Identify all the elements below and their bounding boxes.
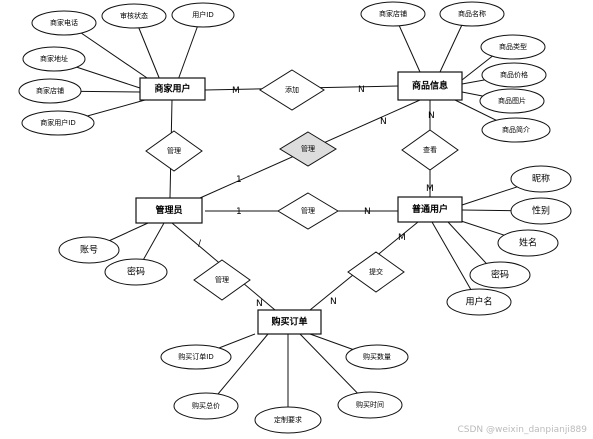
attr-order-custom: 定制要求 [254, 406, 322, 434]
attr-admin-password: 密码 [104, 258, 168, 286]
relation-label: 查看 [423, 145, 437, 154]
attr-order-total: 购买总价 [173, 392, 239, 420]
attr-user-gender: 性别 [510, 197, 572, 225]
attr-product-image: 商品图片 [479, 88, 545, 114]
attr-admin-account: 账号 [58, 236, 120, 264]
relation-manage-product: 管理 [279, 131, 337, 167]
watermark: CSDN @weixin_danpianji889 [457, 425, 588, 435]
cardinality-m: M [398, 233, 406, 243]
attr-label: 商家地址 [40, 54, 68, 63]
entity-label: 管理员 [155, 204, 182, 216]
attr-label: 密码 [127, 266, 145, 278]
entity-label: 普通用户 [412, 203, 448, 215]
attr-merchant-merchant-user-id: 商家用户ID [21, 110, 95, 136]
attr-user-password: 密码 [469, 261, 531, 289]
attr-label: 购买总价 [192, 401, 220, 410]
attr-merchant-user-id: 用户ID [171, 2, 235, 28]
attr-label: 审核状态 [120, 11, 148, 20]
entity-merchant: 商家用户 [139, 77, 206, 101]
relation-label: 管理 [167, 146, 181, 155]
relation-label: 提交 [369, 267, 383, 276]
attr-product-shop: 商家店铺 [360, 1, 426, 27]
attr-label: 商品简介 [502, 125, 530, 134]
attr-merchant-address: 商家地址 [22, 46, 86, 72]
attr-user-nickname: 昵称 [510, 165, 572, 193]
attr-label: 用户ID [192, 10, 213, 19]
cardinality-n: N [256, 299, 263, 309]
attr-label: 商家店铺 [36, 86, 64, 95]
attr-order-quantity: 购买数量 [345, 344, 409, 370]
attr-product-intro: 商品简介 [481, 117, 551, 143]
cardinality-n: N [358, 85, 365, 95]
relation-label: 管理 [301, 206, 315, 215]
attr-user-name: 姓名 [497, 229, 559, 257]
attr-label: 商品类型 [499, 42, 527, 51]
cardinality-1: / [198, 239, 202, 249]
attr-label: 购买数量 [363, 352, 391, 361]
entity-label: 商家用户 [154, 83, 190, 95]
attr-label: 商品图片 [498, 96, 526, 105]
attr-product-type: 商品类型 [480, 34, 546, 60]
entity-product: 商品信息 [397, 71, 463, 101]
attr-label: 性别 [532, 205, 550, 217]
cardinality-n: N [380, 117, 387, 127]
attr-label: 商品价格 [500, 70, 528, 79]
attr-label: 姓名 [519, 237, 537, 249]
cardinality-1: 1 [236, 207, 242, 217]
relation-manage-user: 管理 [277, 192, 339, 230]
attr-label: 密码 [491, 269, 509, 281]
relation-add: 添加 [259, 69, 325, 111]
attr-label: 商家电话 [50, 18, 78, 27]
attr-label: 商品名称 [458, 9, 486, 18]
attr-label: 商家用户ID [40, 118, 75, 127]
cardinality-n: N [428, 111, 435, 121]
attr-product-name: 商品名称 [439, 1, 505, 27]
attr-label: 账号 [80, 245, 98, 256]
cardinality-m: M [232, 86, 240, 96]
entity-user: 普通用户 [397, 196, 463, 223]
attr-order-id: 购买订单ID [160, 344, 232, 370]
attr-label: 用户名 [465, 296, 492, 308]
cardinality-n: N [364, 207, 371, 217]
attr-merchant-shop: 商家店铺 [18, 78, 82, 104]
relation-label: 添加 [285, 85, 299, 94]
relation-submit: 提交 [347, 251, 405, 293]
relation-label: 管理 [301, 144, 315, 153]
entity-admin: 管理员 [135, 197, 203, 224]
attr-label: 昵称 [532, 173, 550, 185]
attr-label: 商家店铺 [379, 9, 407, 18]
cardinality-labels: M N 1 N N M 1 N / N M N [198, 85, 435, 309]
attr-merchant-phone: 商家电话 [31, 10, 97, 36]
attr-label: 定制要求 [274, 415, 302, 424]
attr-merchant-review-status: 审核状态 [101, 3, 167, 29]
relation-view: 查看 [401, 129, 459, 171]
attr-user-username: 用户名 [446, 288, 512, 316]
attr-order-time: 购买时间 [337, 391, 403, 419]
entity-label: 商品信息 [412, 80, 448, 92]
cardinality-n: N [330, 297, 337, 307]
attr-product-price: 商品价格 [481, 62, 547, 88]
cardinality-m: M [426, 184, 434, 194]
entity-label: 购买订单 [271, 316, 307, 328]
relation-label: 管理 [215, 275, 229, 284]
entity-order: 购买订单 [257, 309, 322, 335]
relation-manage-merchant: 管理 [145, 130, 203, 172]
cardinality-1: 1 [236, 175, 242, 185]
attr-label: 购买订单ID [178, 352, 213, 361]
relation-manage-order: 管理 [193, 259, 251, 301]
attr-label: 购买时间 [356, 400, 384, 409]
